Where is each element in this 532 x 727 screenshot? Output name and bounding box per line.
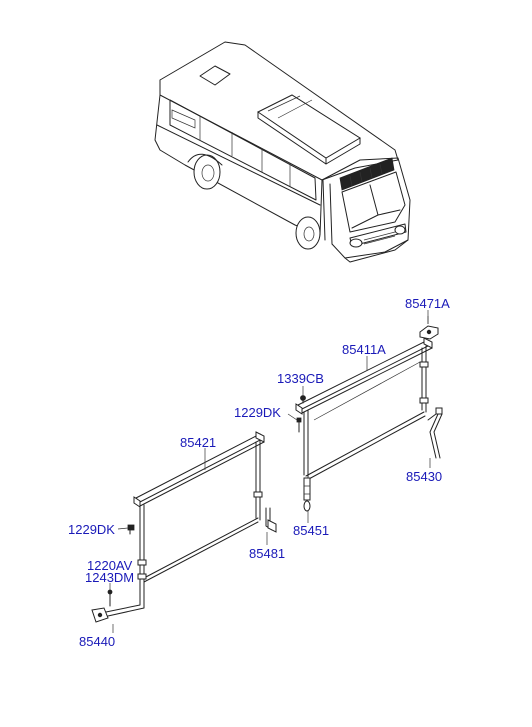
bolt-1229DK-right[interactable]	[296, 417, 302, 433]
label-85421[interactable]: 85421	[180, 435, 217, 450]
bracket-85451[interactable]	[303, 477, 311, 512]
bracket-85471A[interactable]	[419, 316, 439, 340]
bracket-85481[interactable]	[265, 507, 277, 533]
label-85481[interactable]: 85481	[249, 546, 286, 561]
label-85430[interactable]: 85430	[406, 469, 443, 484]
screw-1339CB[interactable]	[300, 395, 306, 404]
bracket-85430[interactable]	[427, 407, 443, 459]
label-1229DK-left[interactable]: 1229DK	[68, 522, 115, 537]
bus-illustration	[154, 41, 411, 263]
label-1229DK-right[interactable]: 1229DK	[234, 405, 281, 420]
label-85471A[interactable]: 85471A	[405, 296, 450, 311]
luggage-rack-right[interactable]	[295, 337, 433, 481]
label-1220AV[interactable]: 1220AV	[87, 558, 133, 573]
label-85411A[interactable]: 85411A	[342, 342, 386, 357]
bracket-85440[interactable]	[91, 584, 145, 623]
luggage-rack-left[interactable]	[133, 431, 265, 586]
leader-lines	[109, 310, 431, 633]
label-85440[interactable]: 85440	[79, 634, 116, 649]
label-1339CB[interactable]: 1339CB	[277, 371, 324, 386]
label-1243DM[interactable]: 1243DM	[85, 570, 135, 585]
label-85451[interactable]: 85451	[293, 523, 330, 538]
bolt-1229DK-left[interactable]	[127, 524, 135, 535]
